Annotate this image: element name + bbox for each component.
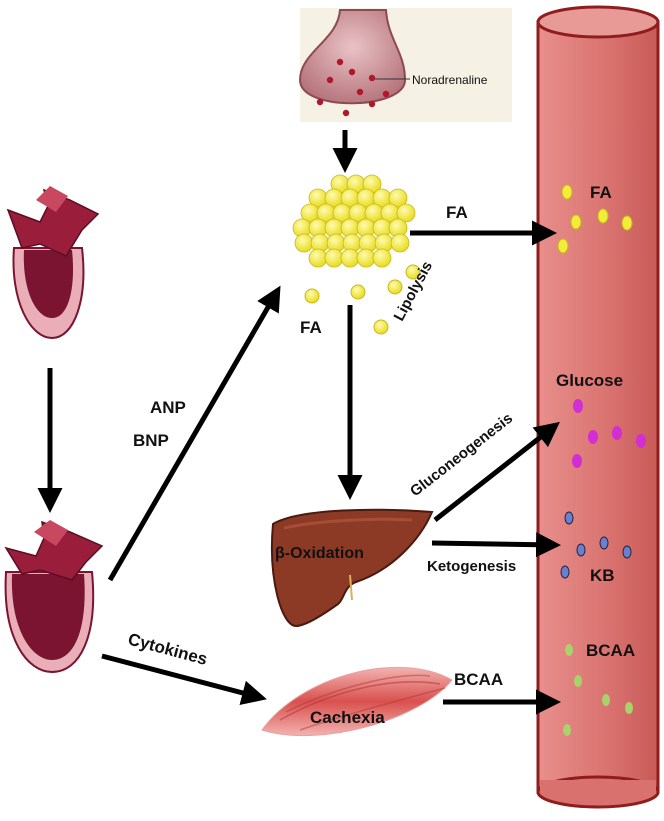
fa-arrow-label: FA	[446, 203, 468, 222]
nerve-terminal-icon: Noradrenaline	[298, 8, 512, 122]
enlarged-heart-icon	[4, 520, 104, 674]
adipocyte	[388, 188, 408, 208]
normal-heart-icon	[6, 186, 100, 340]
vesicle	[316, 98, 324, 106]
liver-icon	[271, 508, 434, 628]
skeletal-muscle-icon	[261, 666, 453, 737]
adipocyte	[294, 233, 314, 253]
arrow-heart-to-adipose	[107, 285, 281, 582]
adipocyte	[372, 248, 392, 268]
vesicle	[356, 88, 364, 96]
arrow-heart-to-muscle	[101, 653, 267, 706]
blood-vessel-icon	[536, 5, 660, 809]
adipocyte	[340, 248, 360, 268]
vesicle	[368, 74, 376, 82]
gluconeogenesis-label: Gluconeogenesis	[407, 410, 516, 500]
cytokines-label: Cytokines	[126, 630, 209, 669]
ketogenesis-label: Ketogenesis	[427, 558, 516, 575]
arrow-liver-to-kb	[431, 532, 561, 558]
glucose-label: Glucose	[556, 371, 623, 390]
arrow-liver-to-glucose	[433, 421, 560, 522]
cachexia-label: Cachexia	[310, 708, 385, 727]
vesicle	[326, 76, 334, 84]
vesicle	[342, 109, 350, 117]
adipose-tissue-icon	[292, 174, 416, 268]
adipocyte	[356, 248, 376, 268]
adipocyte	[308, 248, 328, 268]
vesicle	[348, 68, 356, 76]
vesicle	[368, 100, 376, 108]
bcaa-particles	[563, 644, 633, 736]
bcaa-arrow-label: BCAA	[454, 670, 503, 689]
adipocyte	[396, 203, 416, 223]
beta-oxidation-label: β-Oxidation	[275, 545, 364, 562]
adipocyte	[324, 248, 344, 268]
noradrenaline-label: Noradrenaline	[412, 73, 488, 87]
fa-blood-particles	[557, 184, 633, 254]
anp-label: ANP	[150, 398, 186, 417]
glucose-particles	[572, 399, 646, 468]
adipocyte	[390, 233, 410, 253]
kb-label: KB	[590, 566, 615, 585]
bcaa-blood-label: BCAA	[586, 641, 635, 660]
fa-label-below-adipose: FA	[300, 318, 322, 337]
ketone-body-particles	[560, 511, 632, 579]
vesicle	[336, 58, 344, 66]
bnp-label: BNP	[133, 431, 169, 450]
fa-droplets	[304, 264, 421, 335]
fa-blood-label: FA	[590, 183, 612, 202]
vesicle	[382, 90, 390, 98]
